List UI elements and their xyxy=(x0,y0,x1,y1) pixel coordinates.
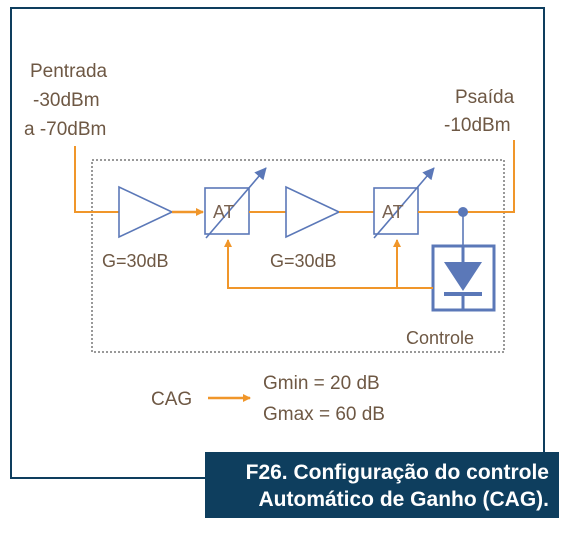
gmin-text: Gmin = 20 dB xyxy=(263,373,380,394)
input-label: Pentrada xyxy=(30,61,108,82)
amplifier-1-triangle xyxy=(118,185,174,239)
control-label: Controle xyxy=(406,328,474,348)
figure-frame xyxy=(10,7,545,479)
output-level: -10dBm xyxy=(444,115,511,136)
output-label: Psaída xyxy=(455,87,515,108)
diode-icon xyxy=(444,262,482,291)
attenuator-2-variable-arrow xyxy=(373,167,435,239)
amplifier-2-gain: G=30dB xyxy=(270,251,337,271)
amplifier-1-gain: G=30dB xyxy=(102,251,169,271)
gmax-text: Gmax = 60 dB xyxy=(263,404,385,425)
output-signal-line xyxy=(418,140,515,213)
caption-line2: Automático de Ganho (CAG). xyxy=(258,488,550,511)
input-range-line2: a -70dBm xyxy=(24,119,106,140)
input-range-line1: -30dBm xyxy=(33,90,100,111)
amplifier-2-triangle xyxy=(285,185,341,239)
dotted-enclosure xyxy=(91,159,505,353)
caption-line1: F26. Configuração do controle xyxy=(245,461,549,484)
cag-label: CAG xyxy=(151,389,192,410)
figure-caption: F26. Configuração do controle Automático… xyxy=(205,452,559,518)
attenuator-2-label: AT xyxy=(382,202,404,222)
input-signal-line xyxy=(74,146,119,213)
attenuator-1-variable-arrow xyxy=(205,167,267,239)
feedback-line xyxy=(224,239,433,289)
attenuator-1-label: AT xyxy=(213,202,235,222)
